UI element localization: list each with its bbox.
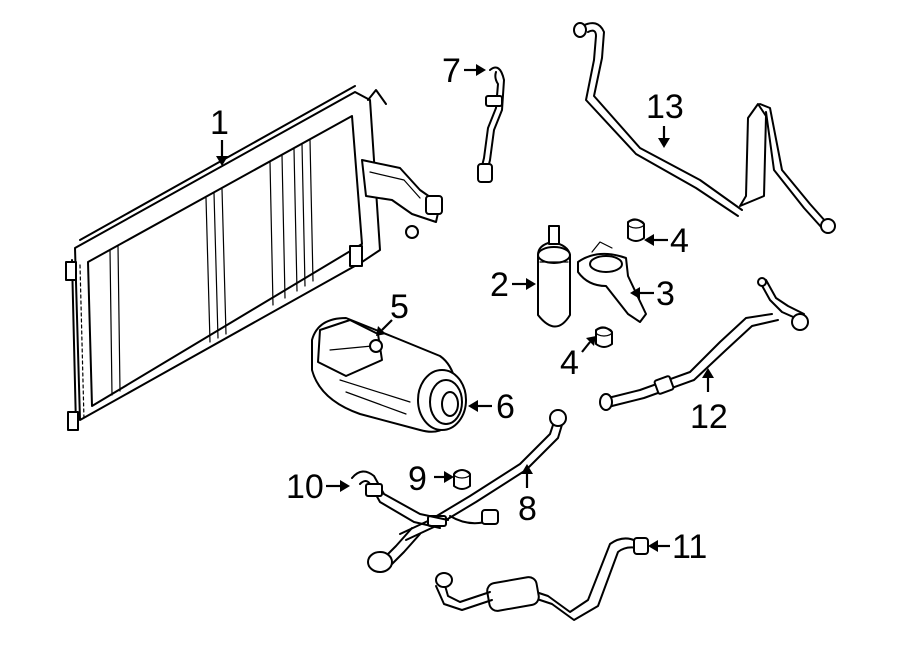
callout-4-upper: 4 (670, 222, 689, 260)
callout-1: 1 (210, 104, 229, 142)
callout-11: 11 (672, 528, 707, 566)
ac-line-12 (599, 277, 809, 411)
ac-line-11 (435, 537, 649, 621)
ac-line-10 (351, 470, 449, 573)
small-hose (477, 66, 505, 183)
service-cap (453, 469, 471, 490)
callout-12: 12 (690, 398, 728, 436)
callout-6: 6 (496, 388, 515, 426)
callout-2: 2 (490, 266, 509, 304)
ac-line-13 (573, 22, 836, 234)
compressor-clutch (417, 369, 467, 431)
callout-8: 8 (518, 490, 537, 528)
drier-bracket (577, 241, 647, 323)
callout-10: 10 (286, 468, 324, 506)
callout-9: 9 (408, 460, 427, 498)
callout-4-lower: 4 (560, 344, 579, 382)
callout-13: 13 (646, 88, 684, 126)
callout-arrows (216, 64, 714, 552)
receiver-drier (537, 225, 571, 328)
condenser (65, 85, 443, 431)
callout-7: 7 (442, 52, 461, 90)
callout-3: 3 (656, 275, 675, 313)
grommet-lower (595, 326, 613, 348)
callout-5: 5 (390, 288, 409, 326)
grommet-upper (627, 218, 645, 242)
